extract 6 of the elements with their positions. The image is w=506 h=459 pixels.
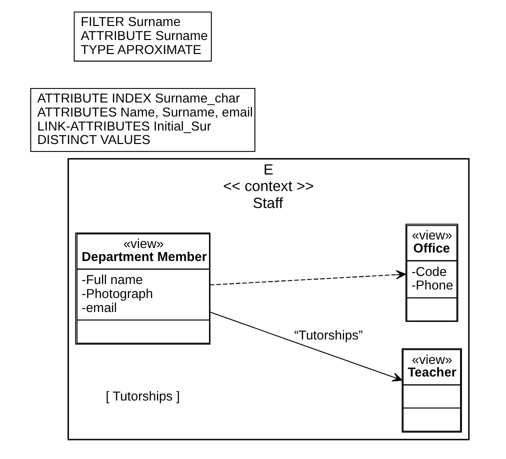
edge-label: “Tutorships” <box>294 328 362 343</box>
node-box: FILTER Surname ATTRIBUTE Surname TYPE APROXIMATE <box>73 12 212 62</box>
label: [ Tutorships ] <box>105 388 180 404</box>
arrow <box>209 312 402 382</box>
node-box: ATTRIBUTE INDEX Surname_char ATTRIBUTES Name, Surname, email LINK-ATTRIBUTES Initial_Sur DISTINCT VALUES <box>30 88 255 152</box>
arrow <box>209 270 406 286</box>
